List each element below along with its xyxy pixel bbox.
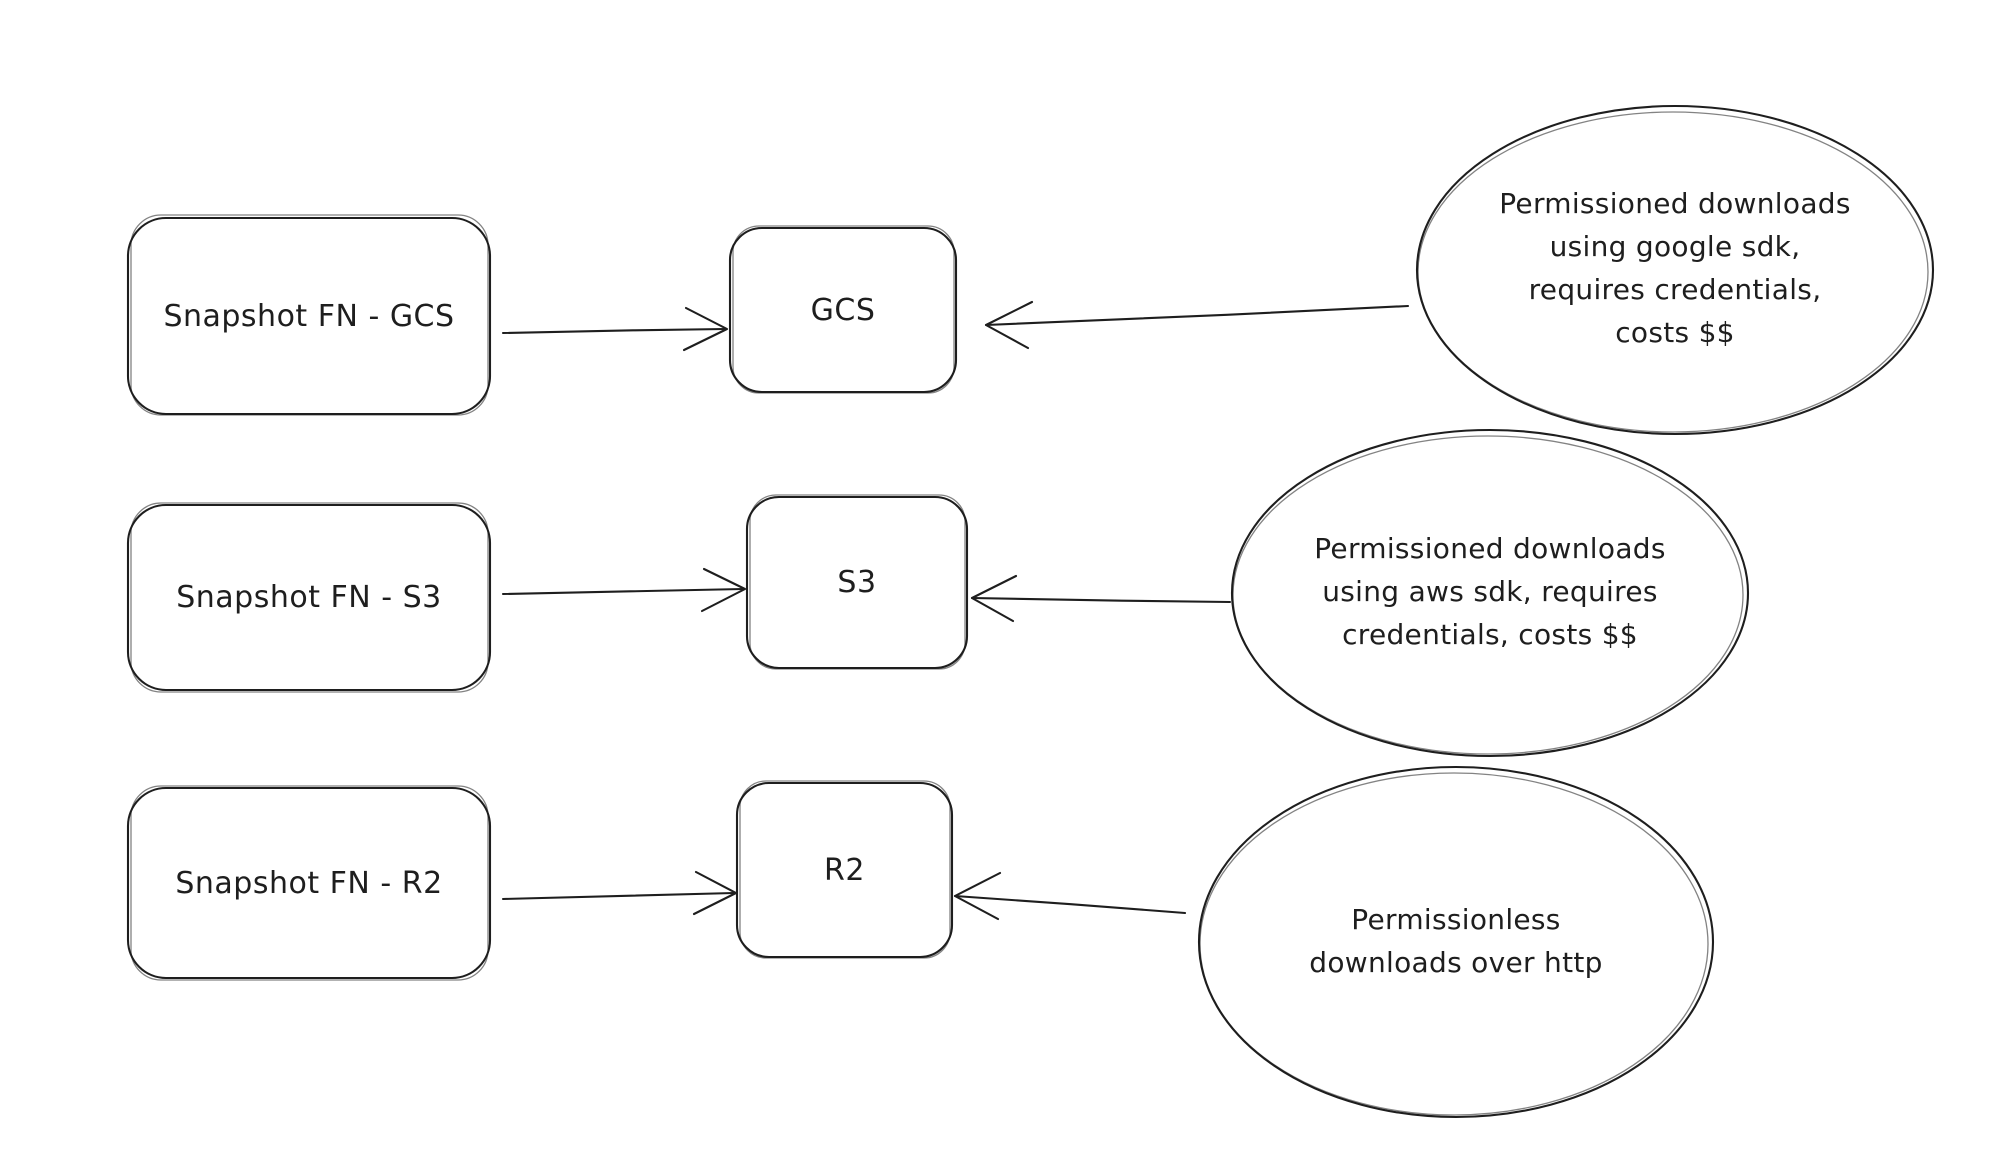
note-line: costs $$ <box>1615 316 1735 349</box>
note-line: using google sdk, <box>1549 230 1801 263</box>
arrow-snapshot-to-s3 <box>501 567 747 613</box>
arrow-note-to-s3 <box>970 574 1232 623</box>
note-text-r2: Permissionless downloads over http <box>1226 898 1686 984</box>
note-ellipse-gcs <box>1415 104 1935 436</box>
note-text-s3: Permissioned downloads using aws sdk, re… <box>1260 527 1720 656</box>
note-line: Permissioned downloads <box>1314 532 1666 565</box>
note-ellipse-r2 <box>1197 765 1715 1119</box>
source-node-r2 <box>126 785 492 981</box>
note-line: credentials, costs $$ <box>1342 618 1638 651</box>
note-line: downloads over http <box>1309 946 1603 979</box>
note-text-gcs: Permissioned downloads using google sdk,… <box>1445 182 1905 354</box>
note-line: Permissioned downloads <box>1499 187 1851 220</box>
target-label-r2: R2 <box>824 852 865 888</box>
source-label-s3: Snapshot FN - S3 <box>176 580 442 615</box>
arrow-note-to-gcs <box>984 300 1410 350</box>
note-ellipse-s3 <box>1230 428 1750 758</box>
target-node-s3 <box>745 494 969 670</box>
target-label-s3: S3 <box>837 565 877 600</box>
source-node-gcs <box>126 214 492 416</box>
note-line: Permissionless <box>1351 903 1561 936</box>
source-node-s3 <box>126 502 492 693</box>
arrow-snapshot-to-r2 <box>501 870 738 916</box>
source-label-r2: Snapshot FN - R2 <box>175 865 443 901</box>
note-line: requires credentials, <box>1528 273 1822 306</box>
note-line: using aws sdk, requires <box>1322 575 1658 608</box>
source-label-gcs: Snapshot FN - GCS <box>163 298 455 334</box>
arrow-snapshot-to-gcs <box>501 306 729 352</box>
target-node-r2 <box>735 780 954 959</box>
target-node-gcs <box>728 225 958 394</box>
arrow-note-to-r2 <box>953 871 1187 921</box>
target-label-gcs: GCS <box>810 292 876 328</box>
